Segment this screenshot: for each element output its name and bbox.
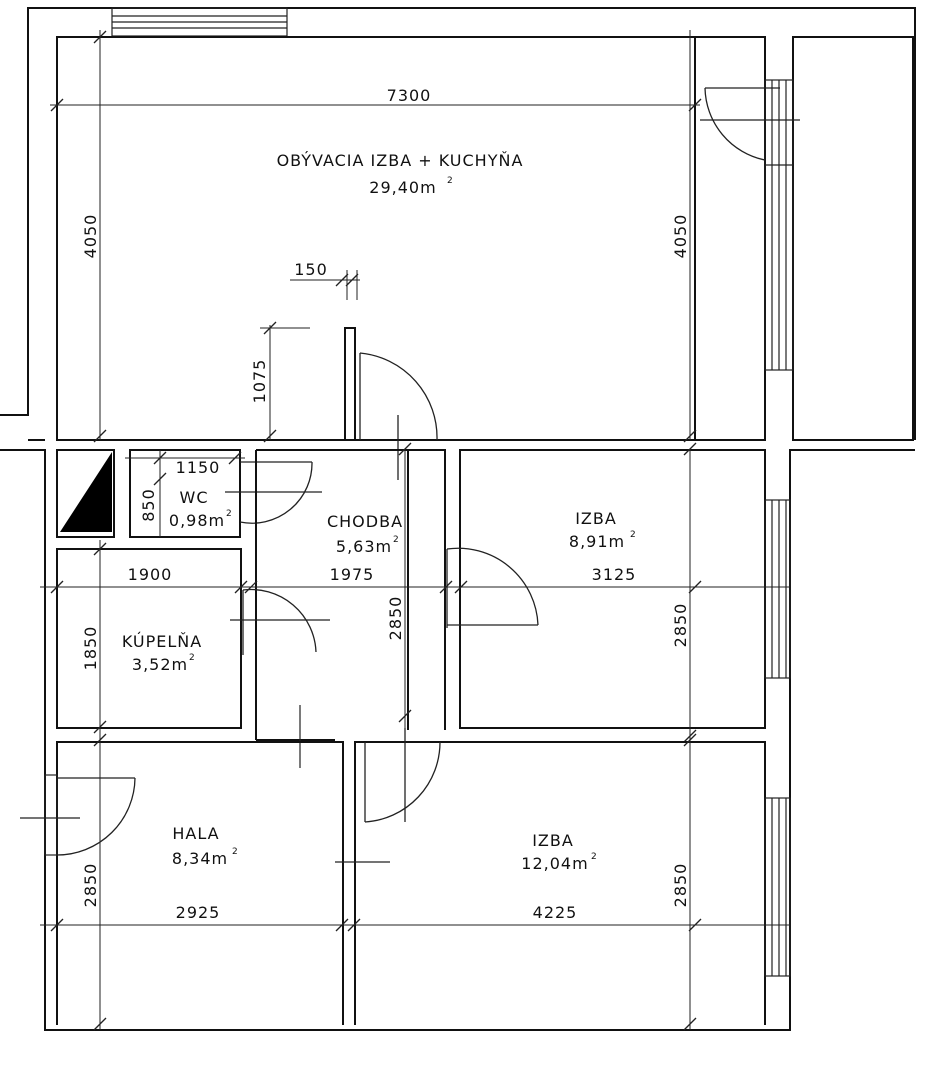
corridor-area-sup: 2 [393, 535, 399, 545]
corridor-name: CHODBA [327, 512, 403, 531]
bathroom-door [230, 588, 330, 655]
dim-room-2-height: 2850 [671, 863, 690, 908]
corridor [255, 449, 446, 741]
room-2 [354, 741, 791, 1025]
room-2-area: 12,04m [521, 854, 588, 873]
wc-name: WC [180, 488, 209, 507]
room-1-name: IZBA [575, 509, 617, 528]
living-room-area: 29,40m [369, 178, 436, 197]
hall [44, 741, 344, 1025]
hall-name: HALA [172, 824, 219, 843]
living-room-area-sup: 2 [447, 176, 453, 186]
dim-partition-length: 1075 [250, 359, 269, 404]
loggia [694, 36, 914, 441]
wc [125, 449, 245, 538]
room-2-area-sup: 2 [591, 852, 597, 862]
dim-partition-thickness: 150 [294, 260, 328, 279]
dim-bath-height: 1850 [81, 626, 100, 671]
dim-corridor-width: 1975 [330, 565, 375, 584]
dim-room-1-width: 3125 [592, 565, 637, 584]
hall-area-sup: 2 [232, 847, 238, 857]
dim-room-1-height: 2850 [671, 603, 690, 648]
bathroom-area-sup: 2 [189, 653, 195, 663]
dim-wc-height: 850 [139, 488, 158, 522]
living-dimension-lines [50, 30, 702, 443]
entrance-door [20, 777, 136, 856]
wc-area: 0,98m [169, 511, 225, 530]
dim-bath-width: 1900 [128, 565, 173, 584]
dim-living-width: 7300 [387, 86, 432, 105]
dim-wc-width: 1150 [176, 458, 221, 477]
dim-hall-height: 2850 [81, 863, 100, 908]
room-1-area: 8,91m [569, 532, 625, 551]
corridor-area: 5,63m [336, 537, 392, 556]
dim-corridor-height: 2850 [386, 596, 405, 641]
wc-door [225, 461, 322, 524]
room-2-name: IZBA [532, 831, 574, 850]
room-1-door [446, 547, 539, 628]
dim-living-height-left: 4050 [81, 214, 100, 259]
living-room-name: OBÝVACIA IZBA + KUCHYŇA [277, 151, 524, 170]
dim-living-height-right: 4050 [671, 214, 690, 259]
room-1 [459, 449, 791, 729]
hall-area: 8,34m [172, 849, 228, 868]
dim-room-2-width: 4225 [533, 903, 578, 922]
bathroom-name: KÚPELŇA [122, 632, 202, 651]
room-1-area-sup: 2 [630, 530, 636, 540]
living-room [56, 36, 696, 441]
outer-walls [0, 7, 916, 1031]
partition-wall [344, 327, 356, 441]
wc-area-sup: 2 [226, 509, 232, 519]
shaft [56, 449, 115, 538]
bottom-dimension-lines [40, 733, 790, 1031]
room-2-door [335, 728, 441, 863]
bathroom-area: 3,52m [132, 655, 188, 674]
balcony-door [700, 87, 800, 161]
dim-hall-width: 2925 [176, 903, 221, 922]
bathroom [56, 548, 242, 729]
top-window [111, 7, 288, 37]
living-door [359, 352, 438, 480]
middle-dimension-lines [40, 442, 790, 768]
